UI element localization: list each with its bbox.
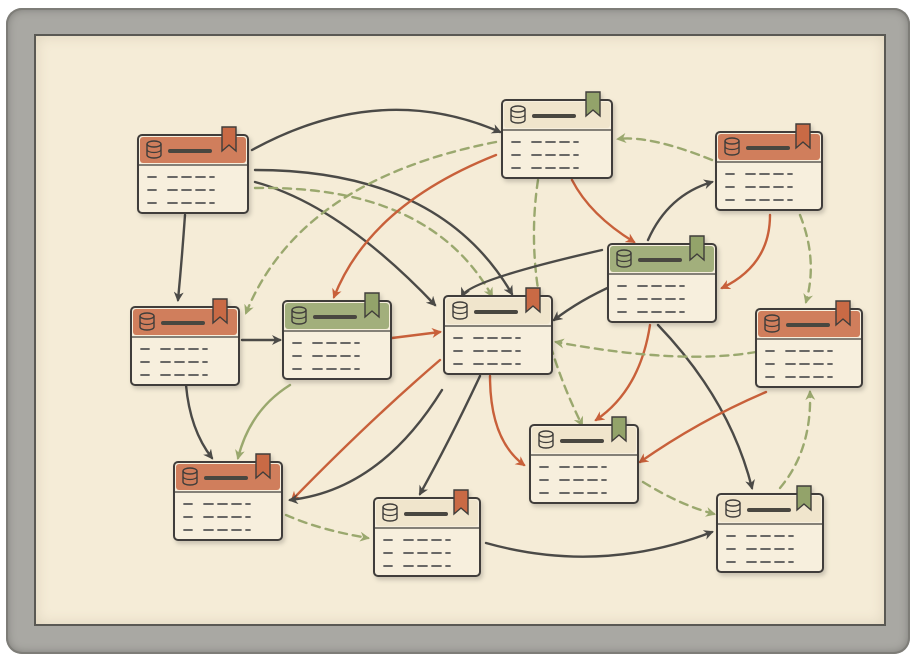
connector-arrow [720, 213, 772, 290]
connector-arrow [244, 140, 498, 315]
connector-arrow [390, 328, 442, 340]
connector-arrow [460, 248, 604, 298]
bookmark-icon [364, 292, 380, 319]
connector-arrow [532, 178, 584, 427]
connector-arrow [418, 374, 482, 496]
database-icon [146, 140, 162, 159]
bookmark-icon [796, 485, 812, 512]
database-icon [724, 137, 740, 156]
bookmark-icon [835, 300, 851, 327]
database-icon [538, 430, 554, 449]
database-icon [139, 312, 155, 331]
connector-arrow [284, 513, 370, 542]
database-icon [764, 314, 780, 333]
entity-card[interactable] [173, 453, 283, 541]
entity-card[interactable] [501, 91, 613, 179]
connector-arrow [290, 358, 442, 502]
connector-arrow [554, 338, 758, 358]
bookmark-icon [453, 489, 469, 516]
entity-card[interactable] [607, 235, 717, 323]
entity-card[interactable] [755, 300, 863, 388]
bookmark-icon [611, 416, 627, 443]
bookmark-icon [525, 287, 541, 314]
connector-arrow [552, 283, 616, 322]
connector-arrow [288, 388, 444, 505]
connections-layer [173, 108, 816, 558]
entity-card[interactable] [715, 123, 823, 211]
database-icon [616, 249, 632, 268]
connector-arrow [184, 383, 214, 460]
database-icon [382, 503, 398, 522]
connector-arrow [332, 153, 498, 299]
connector-arrow [173, 213, 187, 302]
connector-arrow [638, 390, 768, 464]
connector-arrow [235, 383, 292, 460]
connector-arrow [646, 179, 714, 242]
bookmark-icon [795, 123, 811, 150]
connector-arrow [484, 530, 714, 558]
database-icon [725, 499, 741, 518]
entity-card[interactable] [137, 126, 249, 214]
connector-arrow [250, 108, 502, 152]
bookmark-icon [255, 453, 271, 480]
database-icon [182, 467, 198, 486]
connector-arrow [656, 323, 755, 490]
connector-arrow [616, 133, 714, 162]
connector-arrow [798, 213, 814, 304]
entity-card[interactable] [443, 287, 553, 375]
cards-layer [130, 91, 863, 577]
bookmark-icon [212, 298, 228, 325]
connector-arrow [253, 186, 494, 298]
connector-arrow [570, 178, 636, 244]
entity-card[interactable] [282, 292, 392, 380]
database-icon [291, 306, 307, 325]
bookmark-icon [689, 235, 705, 262]
entity-card[interactable] [130, 298, 240, 386]
entity-card[interactable] [373, 489, 481, 577]
bookmark-icon [585, 91, 601, 118]
entity-card[interactable] [529, 416, 639, 504]
connector-arrow [253, 168, 514, 296]
connector-arrow [641, 480, 716, 517]
connector-arrow [778, 390, 816, 490]
bookmark-icon [221, 126, 237, 153]
connector-arrow [488, 374, 526, 467]
database-icon [510, 105, 526, 124]
connector-arrow [594, 323, 652, 422]
database-icon [452, 301, 468, 320]
entity-card[interactable] [716, 485, 824, 573]
